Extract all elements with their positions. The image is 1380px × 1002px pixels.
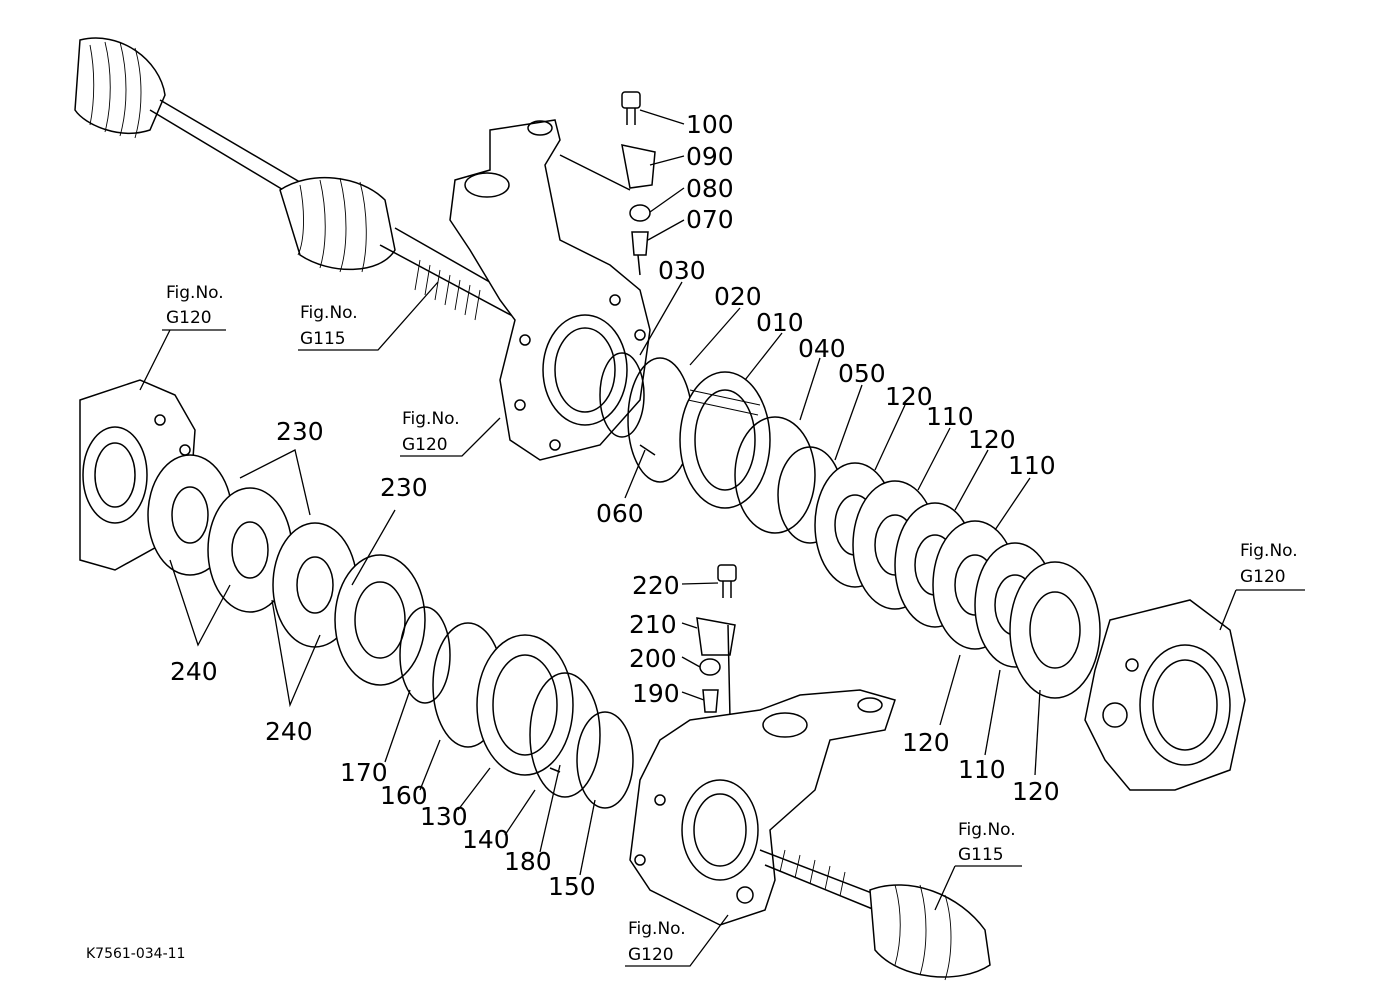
upper-drive-shaft (74, 37, 531, 321)
part-label-060: 060 (596, 499, 644, 528)
fig-ref-6-line2: G120 (628, 945, 674, 965)
drawing-code: K7561-034-11 (86, 946, 185, 962)
part-label-180: 180 (504, 847, 552, 876)
fig-ref-1-line2: G120 (166, 308, 212, 328)
right-disc-stack (814, 462, 1101, 699)
part-label-070: 070 (686, 205, 734, 234)
part-label-120-upper-b: 120 (968, 425, 1016, 454)
part-label-110-upper-b: 110 (1008, 451, 1056, 480)
leader-lines (169, 109, 1041, 876)
right-housing (1084, 599, 1246, 791)
part-number-labels: 100 090 080 070 030 020 010 040 050 120 … (170, 110, 1060, 901)
part-label-080: 080 (686, 174, 734, 203)
part-label-150: 150 (548, 872, 596, 901)
fig-ref-2-line1: Fig.No. (300, 303, 358, 323)
part-label-170: 170 (340, 758, 388, 787)
part-label-050: 050 (838, 359, 886, 388)
part-label-120-lower-b: 120 (1012, 777, 1060, 806)
lower-drive-shaft (759, 849, 991, 981)
part-label-190: 190 (632, 679, 680, 708)
fig-ref-5-line1: Fig.No. (958, 820, 1016, 840)
upper-bleeder-assembly (559, 91, 656, 276)
left-disc-stack (147, 454, 426, 686)
part-label-240-a: 240 (170, 657, 218, 686)
part-label-010: 010 (756, 308, 804, 337)
part-label-120-upper-a: 120 (885, 382, 933, 411)
fig-ref-2-line2: G115 (300, 329, 346, 349)
part-label-160: 160 (380, 781, 428, 810)
fig-ref-3-line1: Fig.No. (402, 409, 460, 429)
part-label-020: 020 (714, 282, 762, 311)
part-label-240-b: 240 (265, 717, 313, 746)
upper-knuckle-housing (449, 119, 651, 461)
fig-ref-4-line2: G120 (1240, 567, 1286, 587)
part-label-120-lower-a: 120 (902, 728, 950, 757)
fig-ref-5-line2: G115 (958, 845, 1004, 865)
part-label-230-b: 230 (380, 473, 428, 502)
part-label-210: 210 (629, 610, 677, 639)
lower-bleeder-assembly (696, 564, 737, 719)
part-label-220: 220 (632, 571, 680, 600)
part-label-140: 140 (462, 825, 510, 854)
part-label-110-lower: 110 (958, 755, 1006, 784)
part-label-130: 130 (420, 802, 468, 831)
fig-ref-4-line1: Fig.No. (1240, 541, 1298, 561)
part-label-230-a: 230 (276, 417, 324, 446)
figure-reference-labels: Fig.No. G120 Fig.No. G115 Fig.No. G120 F… (166, 283, 1298, 965)
part-label-090: 090 (686, 142, 734, 171)
part-label-110-upper-a: 110 (926, 402, 974, 431)
part-label-100: 100 (686, 110, 734, 139)
part-label-040: 040 (798, 334, 846, 363)
fig-ref-1-line1: Fig.No. (166, 283, 224, 303)
fig-ref-6-line1: Fig.No. (628, 919, 686, 939)
fig-ref-leaders (139, 281, 1305, 967)
fig-ref-3-line2: G120 (402, 435, 448, 455)
upper-piston-seals (599, 352, 843, 544)
lower-knuckle-housing (629, 689, 896, 926)
part-label-030: 030 (658, 256, 706, 285)
lower-piston-seals (399, 606, 634, 809)
part-label-200: 200 (629, 644, 677, 673)
